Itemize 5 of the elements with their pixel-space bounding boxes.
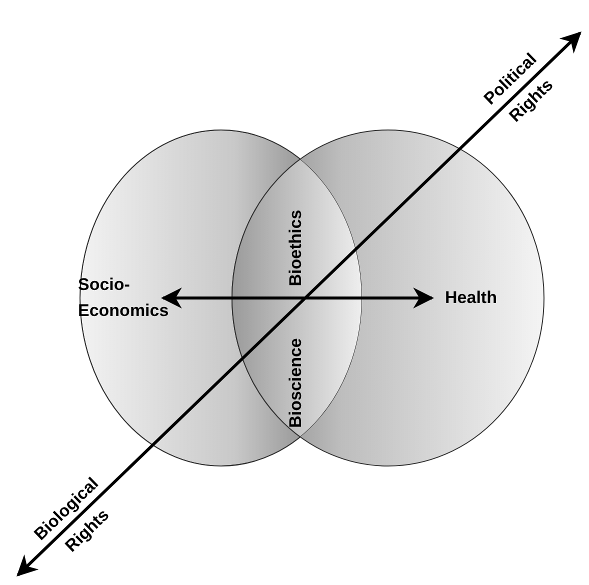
region-label: Bioscience <box>286 338 306 428</box>
double-arrow <box>16 32 582 576</box>
axis-label: Health <box>445 288 497 308</box>
region-label: Bioethics <box>286 210 306 286</box>
double-arrow <box>160 288 434 308</box>
